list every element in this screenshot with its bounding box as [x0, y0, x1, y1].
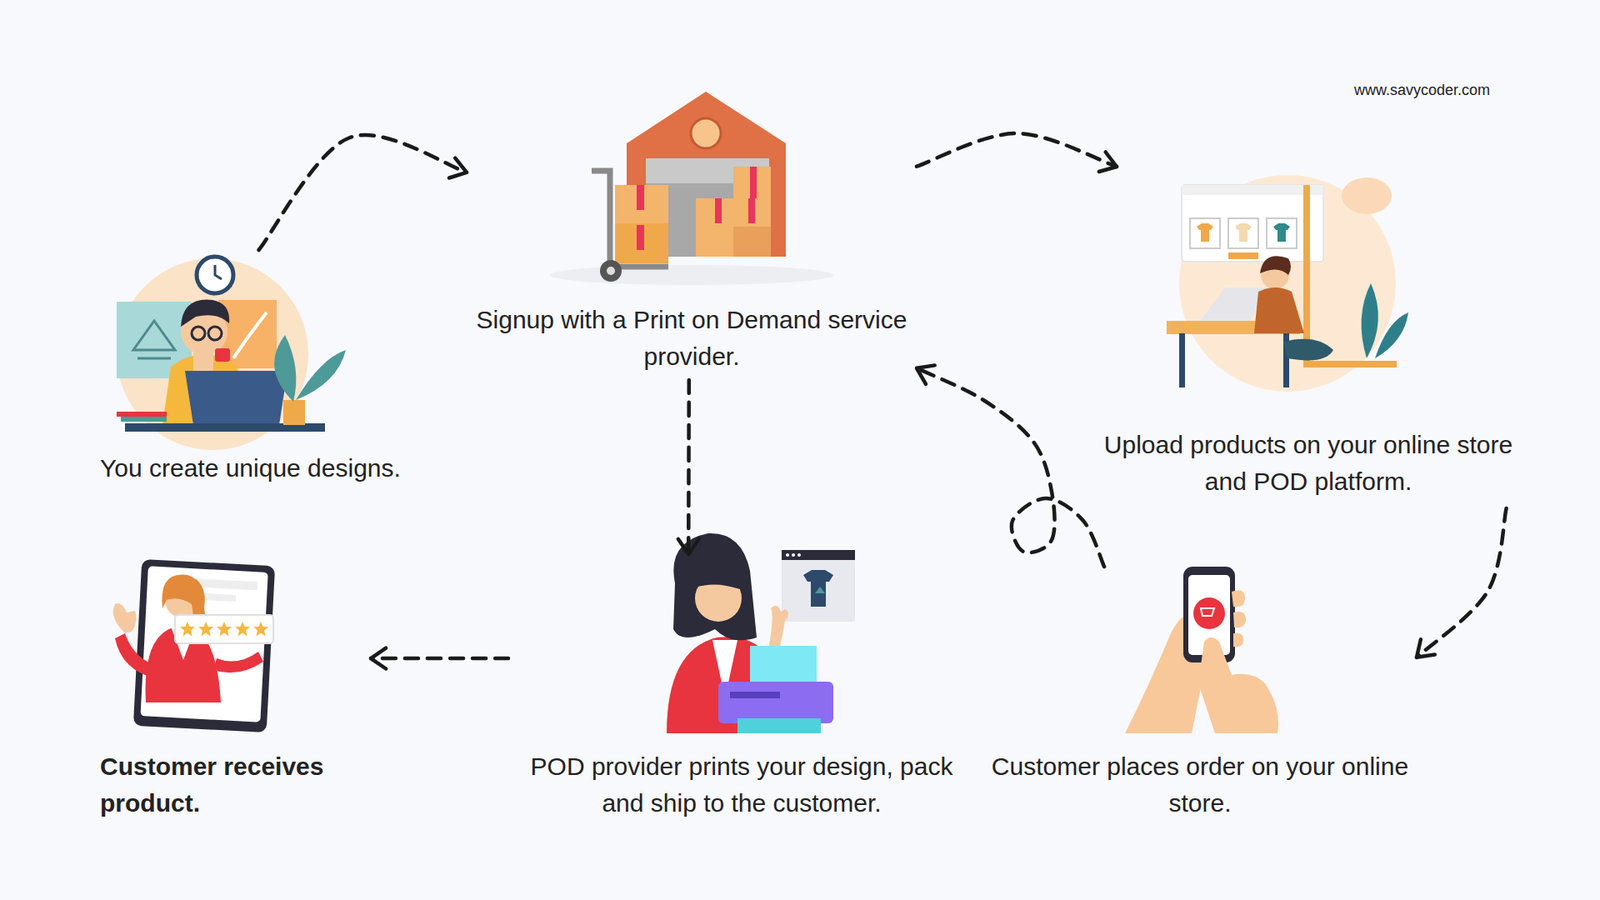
step-node: Upload products on your online store and… [1083, 166, 1534, 509]
dashed-line [916, 368, 1105, 567]
step-node: Signup with a Print on Demand service pr… [466, 83, 917, 380]
arrow-head [1099, 152, 1117, 173]
dashed-line [916, 133, 1117, 167]
step-caption: Customer places order on your online sto… [987, 748, 1413, 822]
flow-arrow [370, 648, 509, 670]
step-node: Customer receives product. [95, 558, 371, 834]
dashed-line [1416, 508, 1507, 658]
step-caption: Signup with a Print on Demand service pr… [470, 301, 913, 375]
order-illustration [1125, 566, 1279, 734]
arrow-head [678, 539, 700, 555]
dashed-line [686, 380, 691, 555]
flow-arrow [1416, 508, 1507, 658]
step-caption: You create unique designs. [100, 450, 446, 487]
flow-arrow [916, 133, 1117, 172]
step-caption: Upload products on your online store and… [1087, 426, 1530, 500]
flow-arrow [678, 380, 700, 555]
flow-arrow [259, 135, 468, 250]
step-node: Customer places order on your online sto… [983, 566, 1417, 834]
watermark: www.savycoder.com [1354, 81, 1490, 100]
upload-illustration [1166, 175, 1409, 392]
warehouse-illustration [550, 91, 834, 285]
printing-illustration [666, 533, 855, 734]
step-node: You create unique designs. [95, 250, 450, 500]
step-caption: POD provider prints your design, pack an… [520, 748, 963, 822]
dashed-line [259, 135, 468, 250]
flow-arrow [916, 365, 1105, 567]
arrow-head [370, 648, 386, 670]
arrow-head [916, 365, 935, 384]
step-caption: Customer receives product. [100, 748, 367, 822]
arrow-head [449, 158, 467, 179]
receives-illustration [113, 559, 275, 733]
designer-illustration [116, 256, 346, 450]
step-node: POD provider prints your design, pack an… [508, 554, 975, 834]
dashed-line [370, 656, 509, 661]
arrow-head [1416, 639, 1435, 658]
